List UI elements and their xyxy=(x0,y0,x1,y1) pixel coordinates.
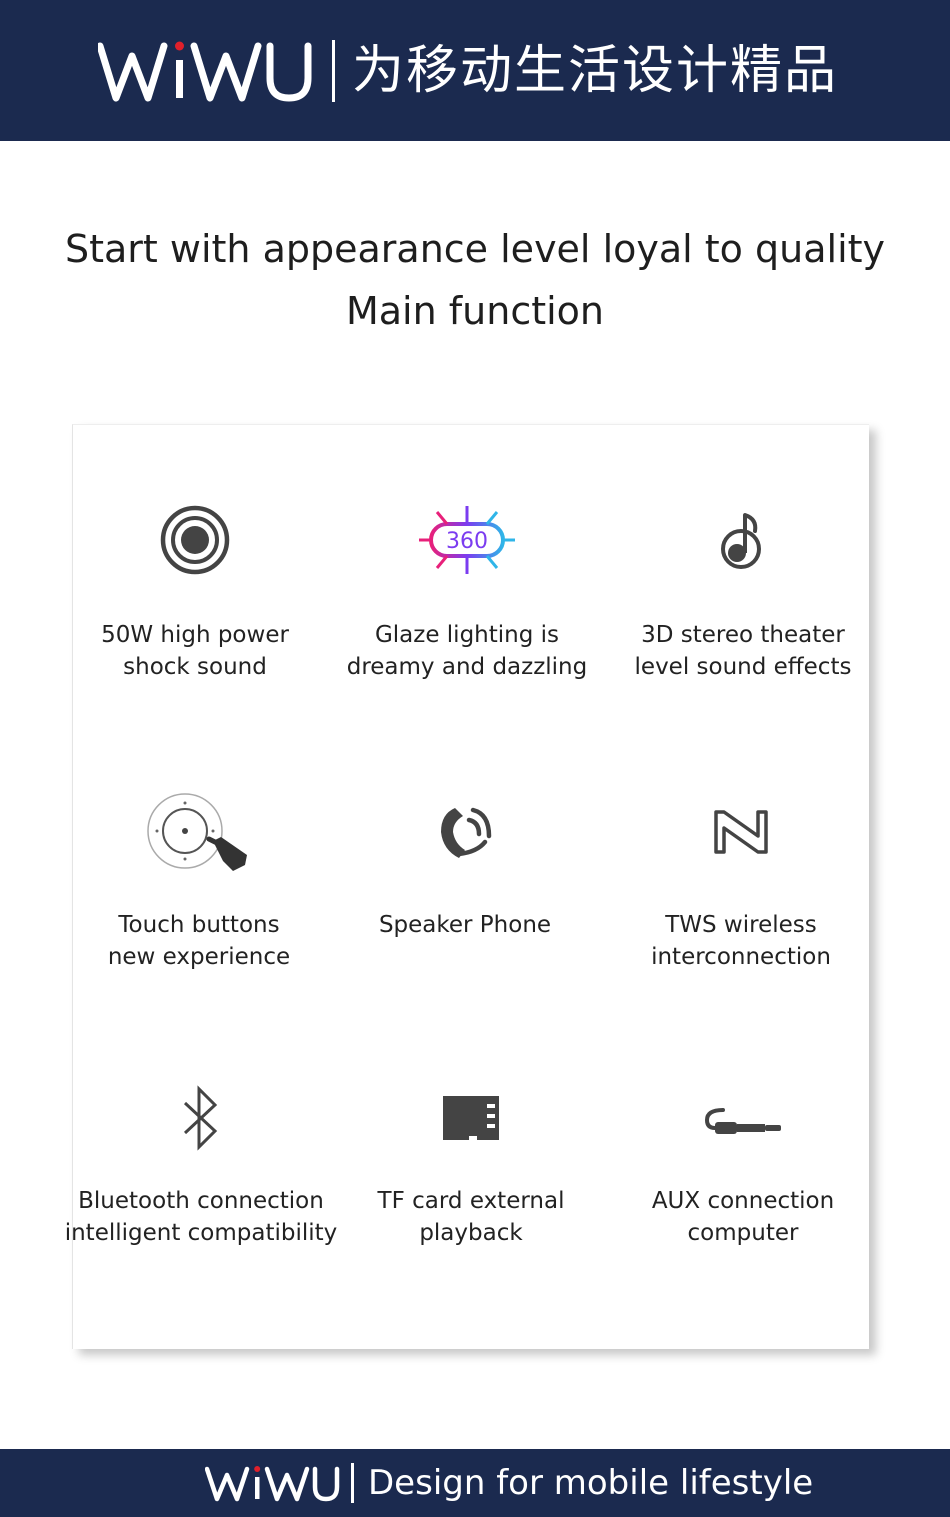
feature-label: Bluetooth connection intelligent compati… xyxy=(64,1188,338,1246)
aux-cable-icon xyxy=(613,1073,873,1163)
wiwu-logo xyxy=(98,41,312,102)
feature-label: 3D stereo theater level sound effects xyxy=(634,622,852,680)
wiwu-logo-small xyxy=(205,1466,340,1502)
top-slogan: 为移动生活设计精品 xyxy=(352,41,839,101)
360-light-icon: 360 xyxy=(337,495,597,585)
tws-link-icon xyxy=(611,787,871,877)
top-banner: 为移动生活设计精品 xyxy=(0,0,950,141)
music-note-icon xyxy=(613,495,873,585)
feature-label: 50W high power shock sound xyxy=(101,622,289,680)
bottom-banner: Design for mobile lifestyle xyxy=(0,1449,950,1517)
feature-panel: 50W high power shock sound xyxy=(65,424,871,1349)
feature-label: TF card external playback xyxy=(377,1188,565,1246)
bluetooth-icon xyxy=(71,1073,331,1163)
phone-icon xyxy=(335,787,595,877)
headline: Start with appearance level loyal to qua… xyxy=(0,218,950,342)
tf-card-icon xyxy=(341,1073,601,1163)
headline-line-1: Start with appearance level loyal to qua… xyxy=(64,227,886,271)
top-divider xyxy=(332,40,335,102)
feature-label: Touch buttons new experience xyxy=(107,912,291,970)
bottom-divider xyxy=(351,1463,354,1503)
feature-label: TWS wireless interconnection xyxy=(651,912,831,970)
feature-label: Glaze lighting is dreamy and dazzling xyxy=(346,622,588,680)
touch-button-icon xyxy=(69,787,329,877)
target-circle-icon xyxy=(65,495,325,585)
svg-text:360: 360 xyxy=(446,529,488,554)
headline-line-2: Main function xyxy=(345,289,605,333)
bottom-slogan: Design for mobile lifestyle xyxy=(368,1463,814,1503)
feature-label: Speaker Phone xyxy=(378,912,552,938)
feature-label: AUX connection computer xyxy=(651,1188,835,1246)
